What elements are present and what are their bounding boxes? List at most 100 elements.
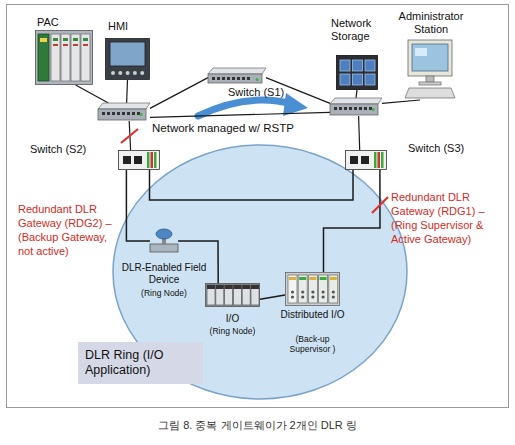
network-storage: Network Storage [336,55,378,90]
icon-part [133,71,137,75]
icon-part [242,77,245,80]
icon-part [340,60,350,71]
icon-part [132,112,135,115]
device-label: Switch (S3) [408,142,480,155]
switch-icon [98,103,150,121]
icon-part [405,88,455,98]
icon-part [301,295,304,298]
icon-part [206,284,260,307]
icon-part [111,71,115,75]
gateway-icon [118,150,160,170]
ring-title: DLR Ring (I/O Application) [85,348,197,378]
dlr-gateway: Redundant DLR Gateway (RDG1) – (Ring Sup… [345,150,387,170]
icon-part [63,38,68,41]
icon-part [122,112,125,115]
icon-part [216,285,224,305]
icon-part [412,44,448,71]
icon-part [288,275,297,303]
hmi-panel: HMI [105,38,150,80]
icon-part [242,285,250,305]
ethernet-cable [76,85,109,103]
icon-part [337,56,378,90]
icon-part [212,77,215,80]
icon-part [222,77,225,80]
ring-cable [324,170,381,272]
icon-part [332,295,335,298]
icon-part [225,285,233,305]
icon-part [359,107,362,110]
pc-icon [405,40,455,100]
field-device: DLR-Enabled Field Device(Ring Node) [150,228,178,254]
icon-part [38,34,49,81]
network-switch: Switch (S3) [330,98,382,116]
icon-part [237,77,240,80]
icon-part [40,38,47,42]
icon-part [208,74,262,83]
icon-part [419,82,441,85]
network-note: Network managed w/ RSTP [152,121,342,135]
icon-part [126,71,130,75]
icon-part [247,77,250,80]
icon-part [150,244,178,252]
gateway-icon [345,150,387,170]
icon-part [349,107,352,110]
ethernet-cable [150,78,208,109]
icon-part [140,71,144,75]
icon-part [154,152,157,168]
icon-part [156,229,172,239]
icon-part [123,156,131,164]
icon-part [365,74,375,85]
icon-part [233,285,241,305]
icon-part [51,34,60,81]
icon-part [207,285,215,305]
icon-part [233,285,241,289]
icon-part [381,152,384,168]
pac-controller: PAC [35,30,93,85]
icon-part [320,277,327,280]
icon-part [83,38,88,41]
ethernet-cable [126,80,128,103]
icon-part [216,285,224,289]
device-label: Distributed I/O [280,309,345,321]
device-label: Switch (S2) [30,143,102,156]
icon-part [308,275,317,303]
dlr-gateway: Redundant DLR Gateway (RDG2) – (Backup G… [118,150,160,170]
icon-part [372,108,375,111]
distributed-io: Distributed I/O(Back-up Supervisor ) [285,272,340,306]
icon-part [408,40,452,76]
icon-part [232,77,235,80]
icon-part [134,156,142,164]
icon-part [334,107,337,110]
pac-icon [35,30,93,85]
icon-part [227,77,230,80]
icon-part [291,295,294,298]
icon-part [291,290,294,293]
switch-icon [330,98,382,116]
icon-part [426,76,434,82]
figure-frame [7,5,509,408]
ethernet-cable [129,121,130,150]
icon-part [83,44,88,46]
icon-part [207,285,215,289]
figure-caption: 그림 8. 중복 게이트웨이가 2개인 DLR 링 [0,419,515,432]
hmi-icon [105,38,150,80]
icon-part [117,112,120,115]
ethernet-cable [150,112,330,117]
icon-part [225,285,233,289]
device-label: Switch (S1) [228,86,303,99]
icon-part [208,68,266,74]
icon-part [340,74,350,85]
icon-part [53,38,58,41]
io-module: I/O(Ring Node) [205,283,260,307]
device-label: Network Storage [331,17,386,43]
device-label: DLR-Enabled Field Device [118,262,210,286]
icon-part [374,152,377,168]
network-switch: Switch (S1) [208,68,266,84]
icon-part [378,152,381,168]
icon-part [346,151,387,170]
icon-part [256,78,259,81]
icon-part [322,295,325,298]
icon-part [353,60,363,71]
icon-part [330,104,378,115]
